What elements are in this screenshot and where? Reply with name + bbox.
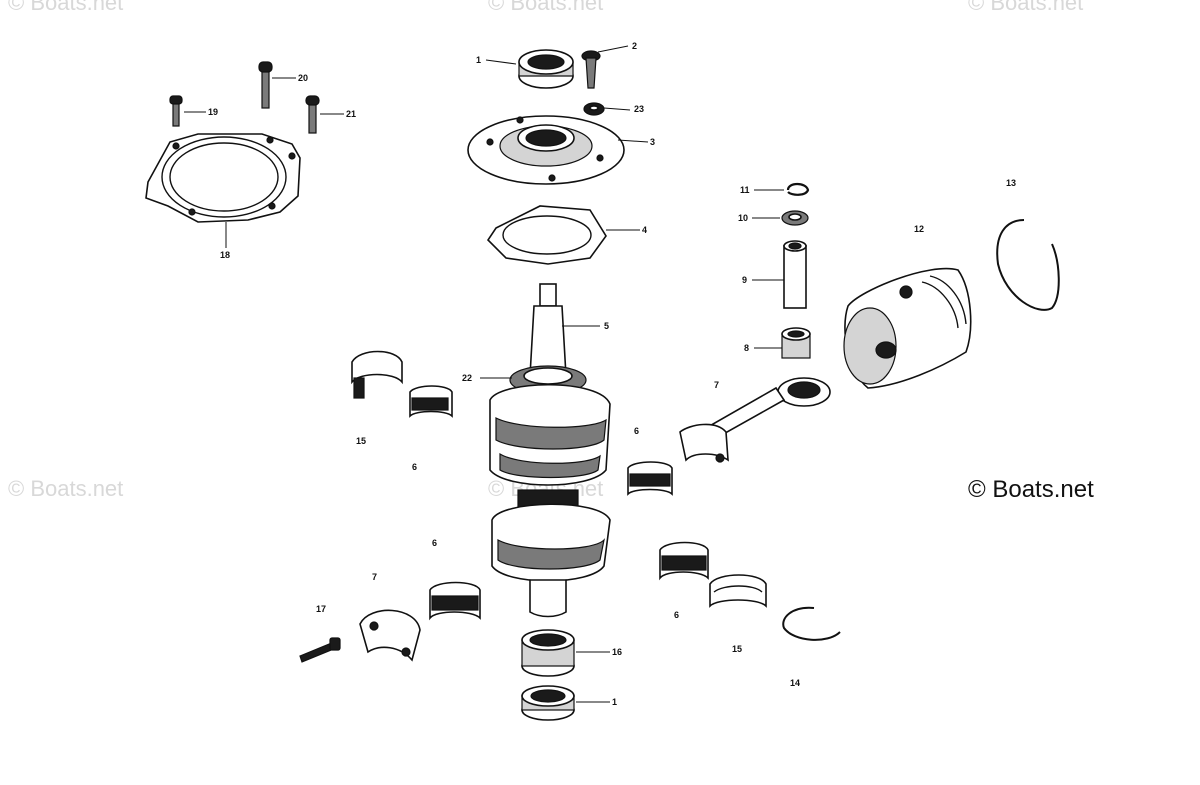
callout-19: 19 [208, 107, 218, 117]
screw-21 [305, 95, 320, 134]
watermark-top-right: © Boats.net [968, 0, 1084, 15]
callout-6-left: 6 [412, 462, 417, 472]
gasket-4 [486, 205, 607, 265]
needle-bearing-6-left [409, 385, 453, 418]
watermark-main: © Boats.net [968, 476, 1094, 503]
callout-17: 17 [316, 604, 326, 614]
callout-8: 8 [744, 343, 749, 353]
end-cover-plate [145, 133, 301, 223]
callout-labels: 1 2 3 4 5 23 22 20 19 21 18 15 6 6 6 6 7… [208, 41, 1016, 707]
rod-screw-17 [299, 637, 341, 663]
piston-pin-9 [783, 240, 807, 309]
callout-13: 13 [1006, 178, 1016, 188]
callout-15-left: 15 [356, 436, 366, 446]
callout-9: 9 [742, 275, 747, 285]
screw-2 [581, 50, 601, 89]
callout-16: 16 [612, 647, 622, 657]
callout-7-right: 7 [714, 380, 719, 390]
retaining-ring-11 [786, 182, 810, 196]
callout-3: 3 [650, 137, 655, 147]
crankshaft [489, 283, 611, 618]
callout-2: 2 [632, 41, 637, 51]
callout-11: 11 [740, 185, 750, 195]
bearing-liner-15-left [351, 350, 403, 399]
connecting-rod [679, 377, 831, 463]
callout-5: 5 [604, 321, 609, 331]
piston-ring-13 [996, 219, 1060, 311]
connecting-rod-cap [359, 609, 421, 662]
callout-4: 4 [642, 225, 647, 235]
screw-20 [258, 61, 273, 109]
callout-20: 20 [298, 73, 308, 83]
needle-bearing-6-right [659, 541, 709, 581]
callout-10: 10 [738, 213, 748, 223]
needle-bearing-6-center-right [627, 461, 673, 496]
callout-1-top: 1 [476, 55, 481, 65]
bearing-liner-15-right [709, 574, 767, 608]
bearing-housing-plate [467, 115, 625, 185]
retaining-ring-14 [782, 606, 841, 641]
callout-14: 14 [790, 678, 800, 688]
callout-6-center: 6 [634, 426, 639, 436]
needle-bearing-6-lower-left [429, 581, 481, 621]
callout-23: 23 [634, 104, 644, 114]
oil-seal-bottom [521, 685, 575, 721]
callout-12: 12 [914, 224, 924, 234]
callout-6-right: 6 [674, 610, 679, 620]
callout-22: 22 [462, 373, 472, 383]
callout-1-bottom: 1 [612, 697, 617, 707]
screw-19 [169, 95, 183, 127]
callout-15-right: 15 [732, 644, 742, 654]
needle-bearing-8 [781, 327, 811, 359]
callout-7-left: 7 [372, 572, 377, 582]
watermark-top-center: © Boats.net [488, 0, 604, 15]
leader-lines [184, 45, 784, 703]
callout-6-lower-left: 6 [432, 538, 437, 548]
callout-21: 21 [346, 109, 356, 119]
callout-18: 18 [220, 250, 230, 260]
piston-12 [843, 267, 972, 389]
watermark-mid-left: © Boats.net [8, 476, 124, 501]
washer-10 [781, 210, 809, 226]
washer-23 [583, 102, 605, 116]
watermark-top-left: © Boats.net [8, 0, 124, 15]
oil-seal-top [518, 49, 574, 89]
main-bearing-16 [521, 629, 575, 677]
